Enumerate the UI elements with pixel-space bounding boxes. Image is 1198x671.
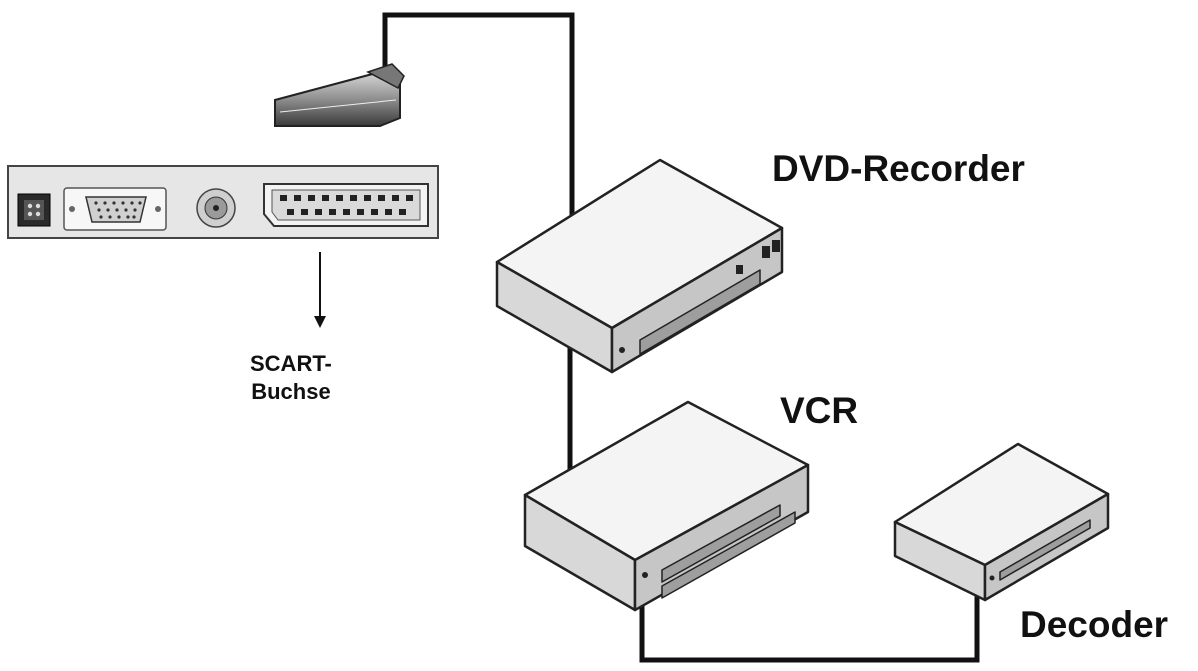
scart-pointer-arrow <box>314 252 326 328</box>
vcr-device <box>523 400 810 612</box>
cable-vcr-to-decoder <box>639 590 980 663</box>
dvd-recorder-label: DVD-Recorder <box>772 148 1025 189</box>
vcr-label: VCR <box>780 390 859 431</box>
scart-socket-icon <box>263 183 429 227</box>
scart-plug-icon <box>274 63 405 127</box>
cable-tv-to-dvd <box>382 12 575 215</box>
power-socket-icon <box>17 193 51 227</box>
decoder-label: Decoder <box>1020 604 1169 645</box>
decoder-device <box>893 442 1110 602</box>
scart-label-line1: SCART- <box>250 351 332 376</box>
vga-port-icon <box>63 187 167 231</box>
scart-socket-label: SCART- Buchse <box>250 350 332 406</box>
tv-back-panel <box>7 165 439 239</box>
dvd-recorder-device <box>495 158 784 374</box>
scart-label-line2: Buchse <box>251 379 331 404</box>
antenna-port-icon <box>196 188 236 228</box>
